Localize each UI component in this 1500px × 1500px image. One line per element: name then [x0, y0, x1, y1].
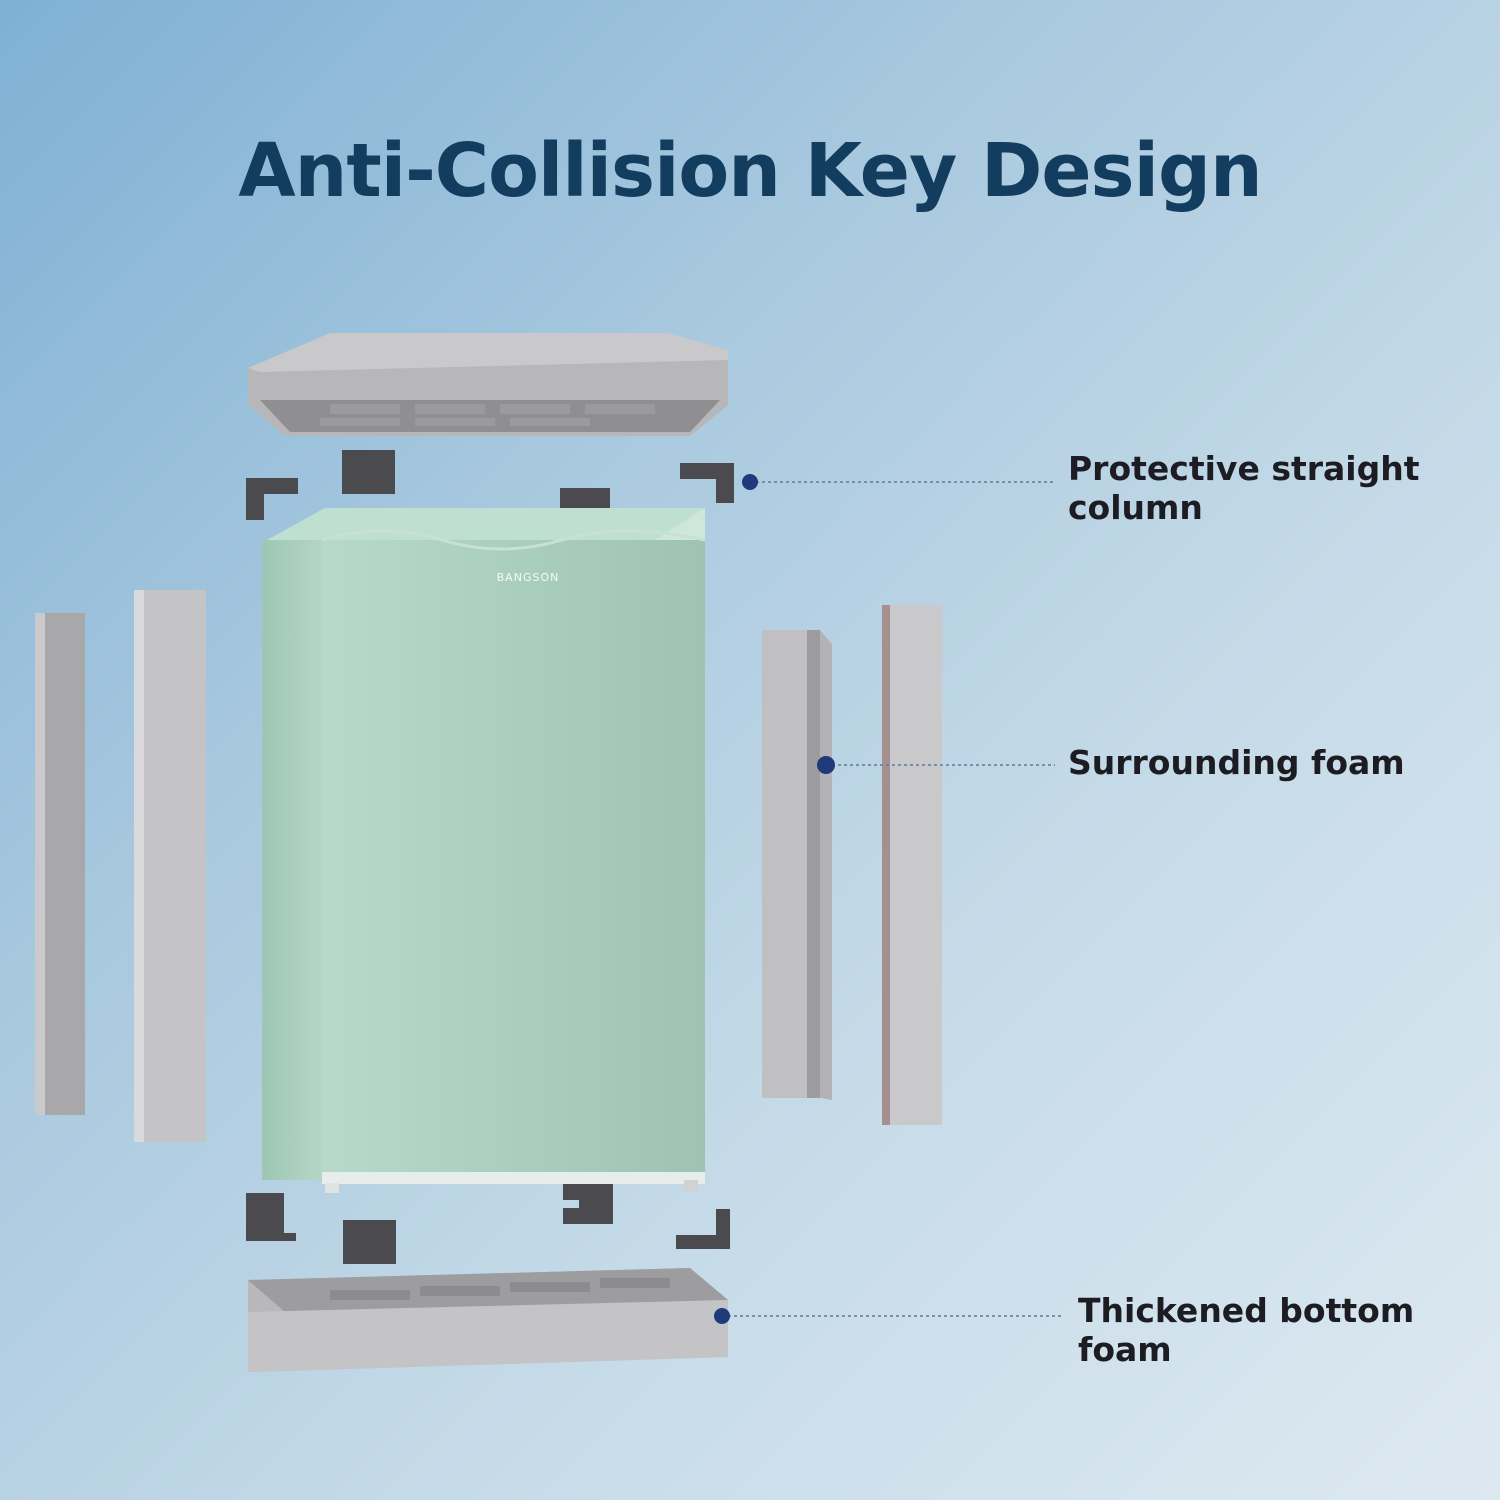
callout-dot-surround	[817, 756, 835, 774]
callout-surrounding-foam: Surrounding foam	[1068, 743, 1405, 783]
mini-fridge: BANGSON	[262, 508, 706, 1193]
bottom-corner-blocks	[246, 1184, 730, 1264]
right-foam-columns	[762, 605, 942, 1125]
top-foam-cap	[248, 333, 728, 436]
callout-dot-column	[742, 474, 758, 490]
callout-dot-bottom	[714, 1308, 730, 1324]
left-foam-columns	[35, 590, 206, 1142]
page-title: Anti-Collision Key Design	[238, 128, 1262, 214]
brand-logo: BANGSON	[497, 571, 560, 584]
callout-bottom-foam: Thickened bottom foam	[1078, 1291, 1415, 1370]
bottom-foam-tray	[248, 1268, 728, 1372]
callout-leaders	[714, 474, 1062, 1324]
callout-text: Thickened bottom	[1078, 1291, 1415, 1330]
callout-protective-column: Protective straight column	[1068, 449, 1420, 528]
callout-text: column	[1068, 487, 1203, 527]
callout-text: foam	[1078, 1329, 1172, 1369]
callout-text: Protective straight	[1068, 449, 1420, 488]
top-corner-blocks	[246, 450, 734, 520]
callout-text: Surrounding foam	[1068, 743, 1405, 782]
